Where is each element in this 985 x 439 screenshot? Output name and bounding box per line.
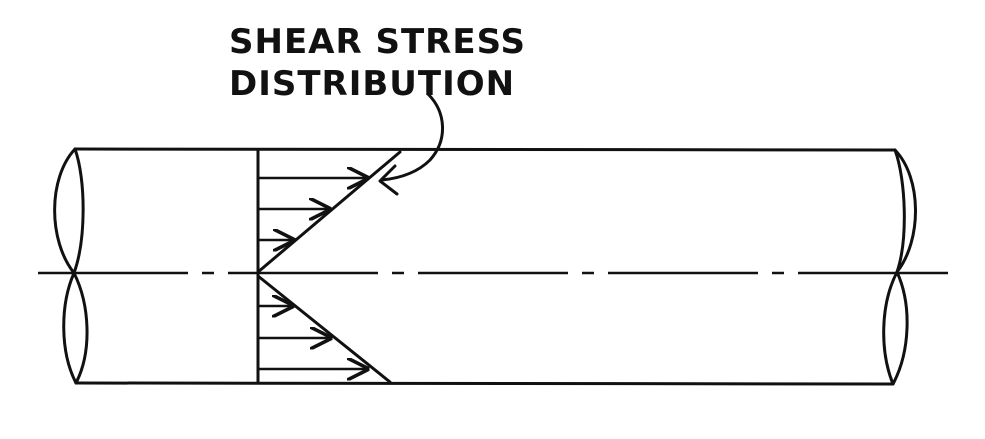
callout-label-line1: SHEAR STRESS bbox=[229, 22, 527, 62]
callout-leader-curve bbox=[380, 92, 444, 182]
right-break-lower bbox=[882, 270, 909, 386]
callout-leader-arrowhead-icon bbox=[378, 164, 399, 196]
callout-leader bbox=[378, 92, 444, 196]
stress-profile-lower bbox=[256, 274, 392, 384]
right-break-upper bbox=[893, 148, 917, 274]
left-break-upper bbox=[53, 147, 85, 275]
stress-profile-upper bbox=[256, 150, 402, 274]
callout-label-line2: DISTRIBUTION bbox=[229, 64, 516, 104]
shaft-outline bbox=[53, 147, 917, 386]
left-break-lower bbox=[62, 271, 89, 385]
shaft-bottom-edge bbox=[74, 381, 895, 386]
stress-arrows-upper bbox=[258, 178, 367, 240]
shaft-top-edge bbox=[73, 147, 897, 152]
stress-profile bbox=[256, 150, 402, 384]
stress-arrows-lower bbox=[258, 306, 367, 369]
